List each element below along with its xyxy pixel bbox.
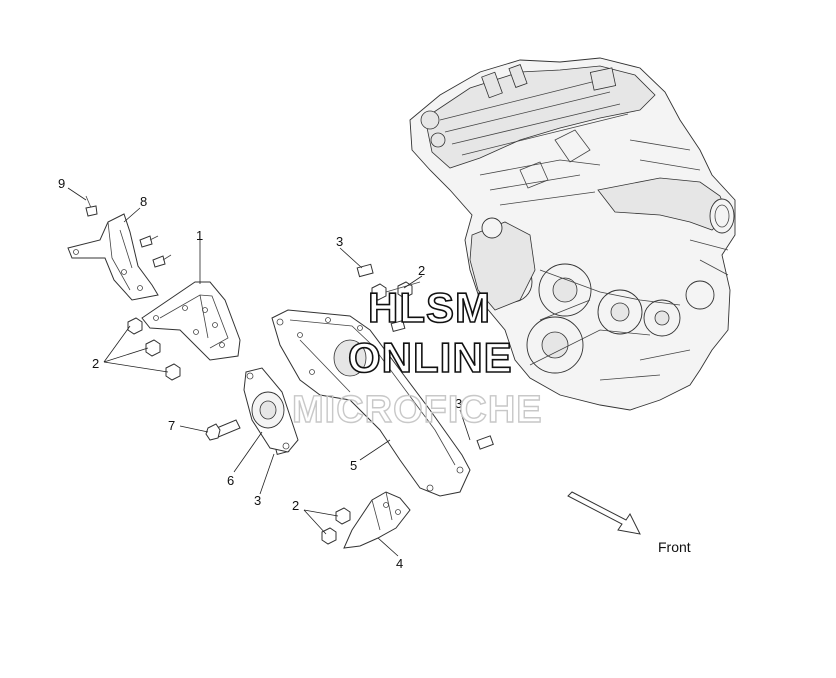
engine-assembly: [409, 57, 736, 411]
part-1-mount-plate: [141, 281, 241, 361]
watermark-line-1: HLSM: [368, 284, 491, 331]
callout-2: 2: [292, 498, 299, 513]
front-label: Front: [658, 539, 691, 555]
callout-3: 3: [254, 493, 261, 508]
part-7-bolt: [205, 419, 241, 441]
callout-8: 8: [140, 194, 147, 209]
watermark-line-2: ONLINE: [348, 334, 513, 381]
part-9-bolt: [85, 195, 98, 217]
callout-1: 1: [196, 228, 203, 243]
part-2-nuts-lower: [321, 507, 351, 545]
callout-3: 3: [336, 234, 343, 249]
part-4-bracket: [343, 491, 411, 549]
front-direction-arrow: [567, 491, 641, 535]
callout-6: 6: [227, 473, 234, 488]
part-6-isolator-mount: [243, 367, 299, 453]
watermark: HLSM ONLINE MICROFICHE: [291, 283, 543, 432]
part-5-heat-shield: [271, 309, 471, 497]
part-2-nuts-left: [127, 317, 181, 381]
callout-5: 5: [350, 458, 357, 473]
leader-lines: [67, 187, 471, 557]
callout-4: 4: [396, 556, 403, 571]
callout-labels: 9 8 1 2 3 2 7 6 3 5 3 2 4 Front: [58, 176, 691, 571]
watermark-line-3: MICROFICHE: [292, 389, 543, 431]
callout-9: 9: [58, 176, 65, 191]
callout-2: 2: [92, 356, 99, 371]
callout-3: 3: [455, 396, 462, 411]
callout-2: 2: [418, 263, 425, 278]
part-8-bracket: [67, 213, 172, 301]
part-2-nuts-center: [371, 281, 421, 301]
callout-7: 7: [168, 418, 175, 433]
